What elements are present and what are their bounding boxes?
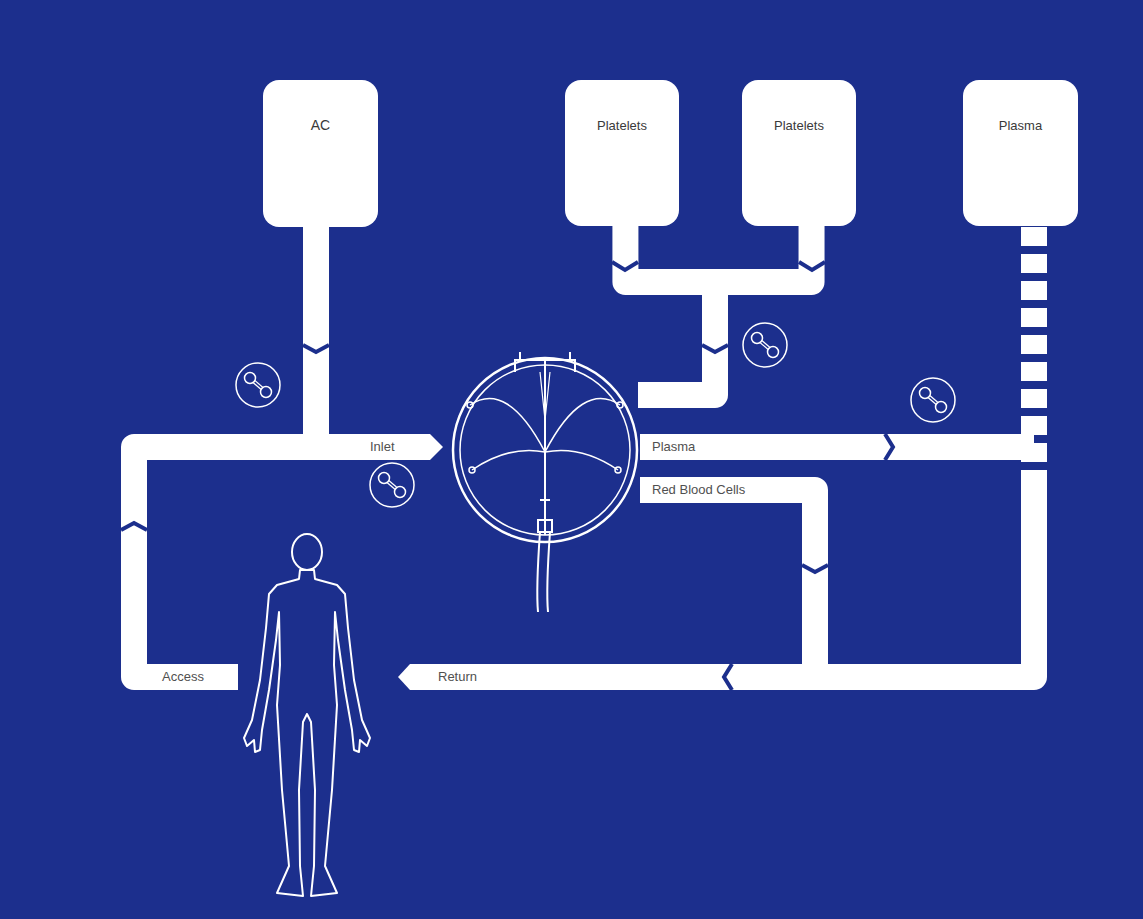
donor-head [292, 534, 322, 570]
tube-arrow-tip [398, 664, 410, 690]
bag-label: Platelets [597, 118, 647, 133]
pump-roller [261, 387, 272, 398]
tube-label: Plasma [650, 439, 697, 455]
pump-housing [370, 463, 414, 507]
donor-body [244, 570, 370, 896]
flow-chevron [702, 345, 728, 352]
tube-label: Inlet [368, 439, 397, 455]
pump-roller [379, 473, 390, 484]
fluid-bag: Platelets [742, 80, 856, 226]
pump-symbol [236, 363, 280, 407]
flow-chevron [303, 345, 329, 352]
tube [134, 447, 430, 677]
centrifuge-channel [540, 372, 550, 420]
pump-roller [245, 373, 256, 384]
fluid-bag: Plasma [963, 80, 1078, 226]
donor-figure [244, 534, 370, 896]
dashed-tube [1021, 335, 1047, 354]
fluid-bag: Platelets [565, 80, 679, 226]
pump-roller [936, 402, 947, 413]
centrifuge-port [617, 402, 623, 408]
centrifuge-shaft [538, 360, 552, 535]
bag-label: AC [311, 117, 330, 133]
pump-symbol [370, 463, 414, 507]
dashed-tube [1021, 308, 1047, 327]
pump-symbol [911, 378, 955, 422]
tube [638, 282, 715, 395]
dashed-tube [1021, 254, 1047, 273]
dashed-tube [1021, 470, 1047, 489]
flow-chevron [802, 565, 828, 572]
centrifuge-channel [470, 399, 545, 452]
flow-chevron [885, 434, 893, 460]
tube-label: Access [160, 669, 206, 685]
tube-label: Red Blood Cells [650, 482, 747, 498]
pump-roller [752, 333, 763, 344]
pump-roller [395, 487, 406, 498]
centrifuge-channel [545, 399, 620, 452]
pump-housing [743, 323, 787, 367]
tubing [121, 226, 1047, 690]
fluid-bag: AC [263, 80, 378, 227]
flow-chevron [724, 664, 732, 690]
flow-chevron [612, 262, 638, 270]
dashed-tube [1021, 281, 1047, 300]
centrifuge-bowl [453, 352, 637, 612]
bag-label: Platelets [774, 118, 824, 133]
tube [640, 434, 1034, 460]
tube-label: Return [436, 669, 479, 685]
pump-housing [236, 363, 280, 407]
centrifuge-port [615, 467, 621, 473]
centrifuge-rim [453, 358, 637, 542]
dashed-tube [1021, 362, 1047, 381]
platelet-tubing [625, 224, 811, 282]
dashed-tube [1021, 443, 1047, 462]
centrifuge-channel [545, 450, 618, 470]
pump-symbol [743, 323, 787, 367]
flow-chevron [799, 262, 825, 270]
tube [303, 226, 329, 447]
pump-roller [920, 388, 931, 399]
centrifuge-port [469, 467, 475, 473]
tube-arrow-tip [430, 434, 443, 460]
centrifuge-channel [472, 450, 545, 470]
bag-label: Plasma [999, 118, 1042, 133]
dashed-tube [1021, 227, 1047, 246]
dashed-tube [1021, 389, 1047, 408]
flow-chevron [121, 523, 147, 530]
dashed-tube [1021, 416, 1047, 435]
pump-roller [768, 347, 779, 358]
pump-housing [911, 378, 955, 422]
centrifuge-port [467, 402, 473, 408]
tube [640, 490, 815, 677]
centrifuge-outlet [537, 532, 550, 612]
